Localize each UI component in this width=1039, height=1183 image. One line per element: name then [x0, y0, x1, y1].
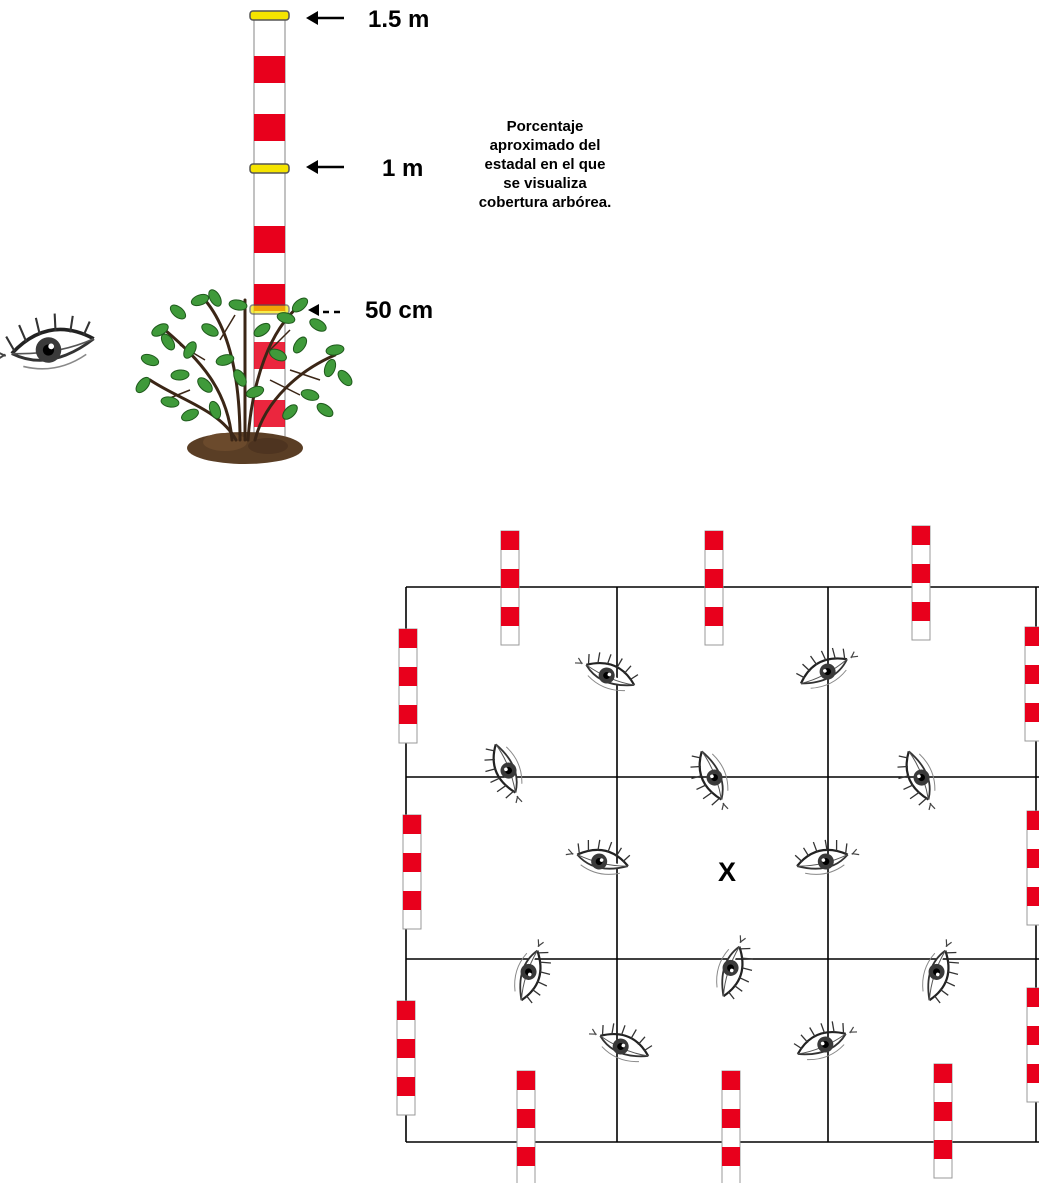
pole-icon: [721, 1070, 741, 1183]
arrow-left-icon: [306, 11, 344, 25]
eye-icon: [562, 830, 634, 882]
pole-icon: [516, 1070, 536, 1183]
eye-icon: [476, 738, 533, 812]
center-mark: X: [718, 857, 737, 887]
description-line: se visualiza: [503, 175, 587, 192]
pole-icon: [933, 1063, 953, 1179]
pole-icon: [396, 1000, 416, 1116]
description-line: cobertura arbórea.: [478, 194, 612, 211]
arrow-left-icon: [306, 160, 344, 174]
label-50cm: 50 cm: [365, 297, 434, 324]
bush-icon: [135, 289, 353, 464]
eye-icon: [791, 830, 863, 882]
arrow-left-icon: [308, 304, 340, 316]
perimeter-poles: [396, 525, 1039, 1183]
label-1-5m: 1.5 m: [368, 6, 430, 33]
pole-icon: [1026, 810, 1039, 926]
pole-icon: [500, 530, 520, 646]
eye-icon: [788, 1009, 863, 1069]
description-line: aproximado del: [489, 137, 601, 154]
eye-icon: [0, 306, 99, 378]
eye-icon: [889, 745, 946, 819]
pole-icon: [1024, 626, 1039, 742]
eye-icon: [583, 1011, 658, 1071]
observer-eyes: [476, 634, 970, 1071]
eye-icon: [708, 930, 764, 1004]
eye-icon: [682, 745, 739, 819]
pole-icon: [1026, 987, 1039, 1103]
pole-icon: [911, 525, 931, 641]
pole-icon: [402, 814, 422, 930]
coverage-description: Porcentaje aproximado del estadal en el …: [455, 117, 635, 212]
label-1m: 1 m: [382, 155, 424, 182]
pole-icon: [398, 628, 418, 744]
eye-icon: [569, 640, 644, 700]
pole-icon: [704, 530, 724, 646]
marker-100-icon: [249, 163, 290, 174]
eye-icon: [790, 634, 864, 698]
marker-50-icon: [249, 304, 290, 315]
marker-150-icon: [249, 10, 290, 21]
eye-icon: [506, 934, 562, 1008]
description-line: estadal en el que: [484, 156, 606, 173]
description-line: Porcentaje: [506, 118, 584, 135]
eye-icon: [914, 934, 970, 1008]
